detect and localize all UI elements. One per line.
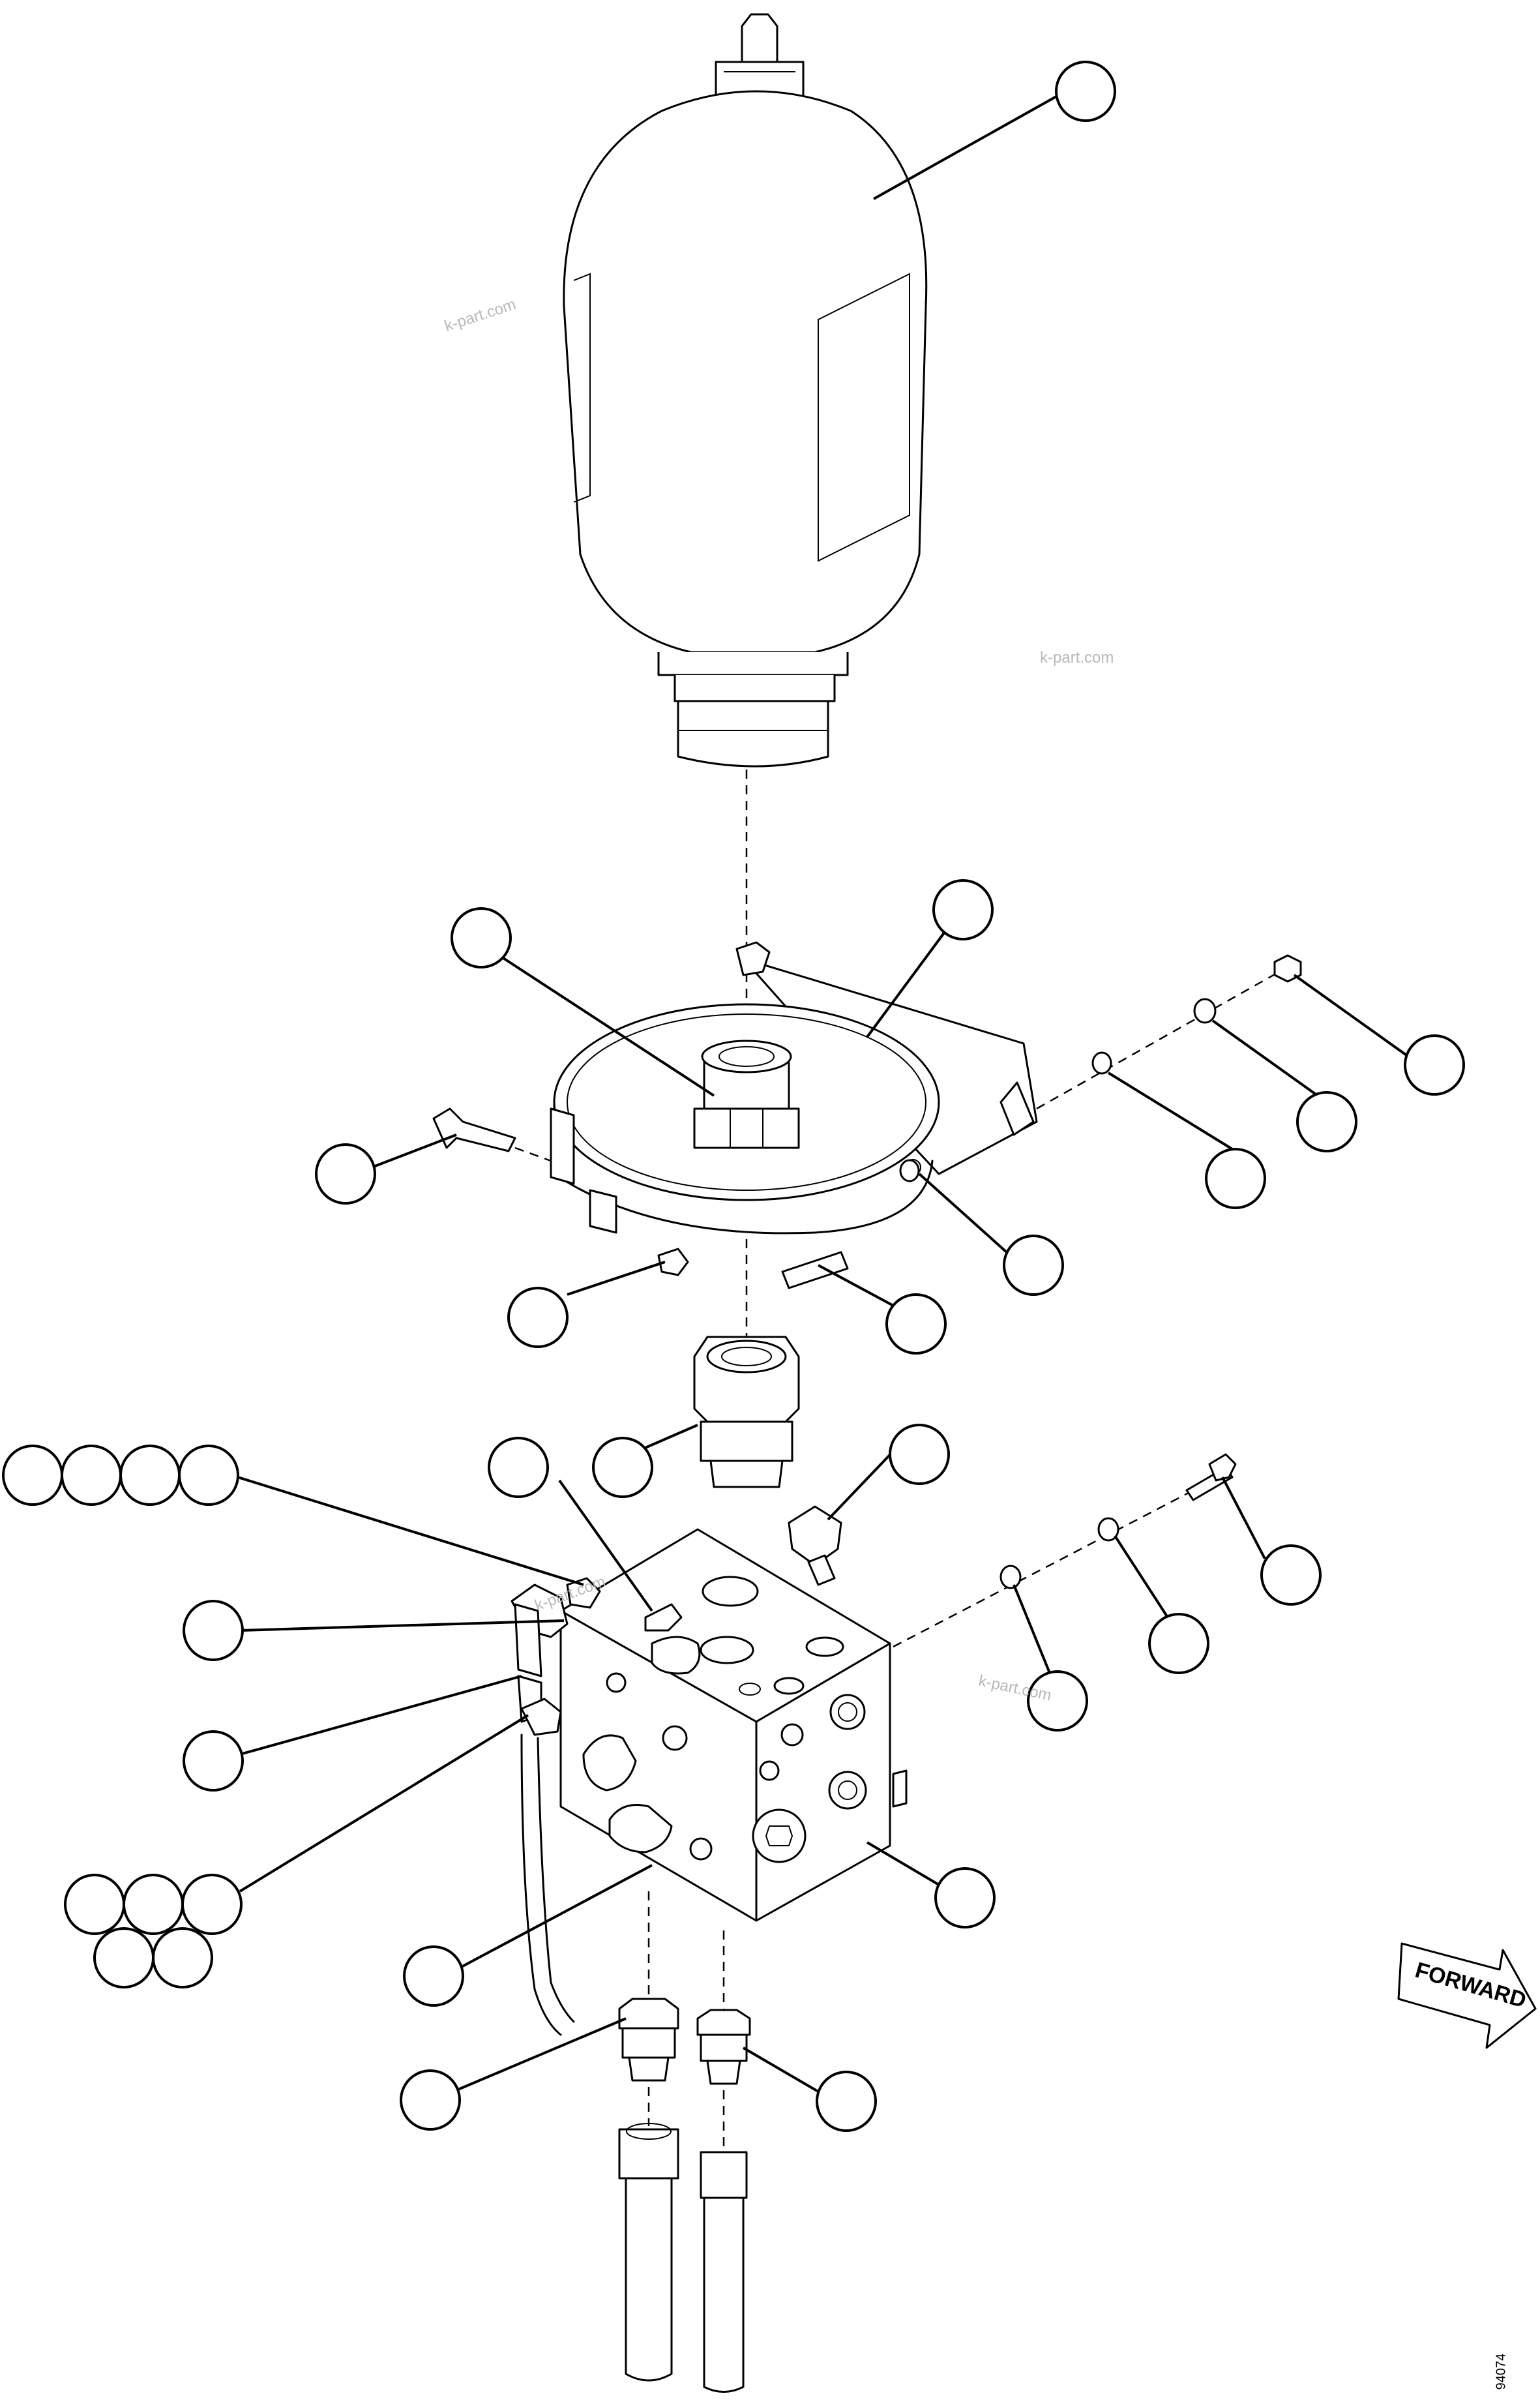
swivel-nut-part [693,1336,800,1488]
accumulator-part [563,13,928,768]
manifold-block-part [559,1528,908,1922]
callout-bolt-block[interactable] [1260,1544,1322,1606]
callout-group-a-2[interactable] [119,1445,181,1506]
callout-adapter-fitting[interactable] [451,907,512,968]
callout-tee-fitting[interactable] [403,1945,464,2007]
manifold-hardware-part [893,1453,1237,1648]
callout-elbow-bottom[interactable] [400,2069,461,2131]
callout-washer-right[interactable] [1205,1148,1266,1209]
callout-hose-left[interactable] [183,1600,244,1661]
callout-connector-bottom-right[interactable] [2,1445,63,1506]
callout-lockwasher-right[interactable] [1296,1091,1357,1152]
callout-swivel-nut[interactable] [592,1437,653,1498]
callout-elbow-top[interactable] [889,1424,950,1485]
callout-nut-right[interactable] [1404,1034,1465,1096]
callout-group-b-1[interactable] [123,1874,184,1935]
lower-fittings-part [618,1891,751,2393]
callout-washer-block-1[interactable] [1148,1613,1209,1674]
callout-group-b-2[interactable] [181,1874,243,1935]
callout-group-b-3[interactable] [93,1927,155,1988]
callout-plug-top[interactable] [488,1437,549,1498]
callout-bolt-left[interactable] [315,1143,376,1205]
callout-group-a-1[interactable] [61,1445,122,1506]
watermark-text: k-part.com [1040,649,1114,667]
callout-washer-block-2[interactable] [1027,1670,1088,1732]
callout-fitting-left[interactable] [183,1730,244,1792]
leader-lines [231,95,1410,2095]
callout-bubbles [2,61,1465,2132]
callout-manifold-block[interactable] [934,1867,996,1928]
callout-group-a-4[interactable] [64,1874,125,1935]
callout-accumulator[interactable] [1055,61,1116,122]
clamp-hardware-part [432,954,1302,1182]
callout-clamp-band[interactable] [932,879,994,940]
callout-connector-bottom-left[interactable] [816,2071,877,2132]
drawing-code: 94074 [1494,2353,1509,2390]
callout-group-b-4[interactable] [152,1927,213,1988]
forward-arrow-icon [1397,1942,1537,2049]
callout-washer-clamp[interactable] [1003,1235,1064,1296]
callout-group-a-3[interactable] [178,1445,239,1506]
clamp-assembly-part [550,941,1038,1289]
callout-nut-clamp-lower[interactable] [507,1287,569,1348]
callout-bolt-clamp-lower[interactable] [885,1293,947,1355]
